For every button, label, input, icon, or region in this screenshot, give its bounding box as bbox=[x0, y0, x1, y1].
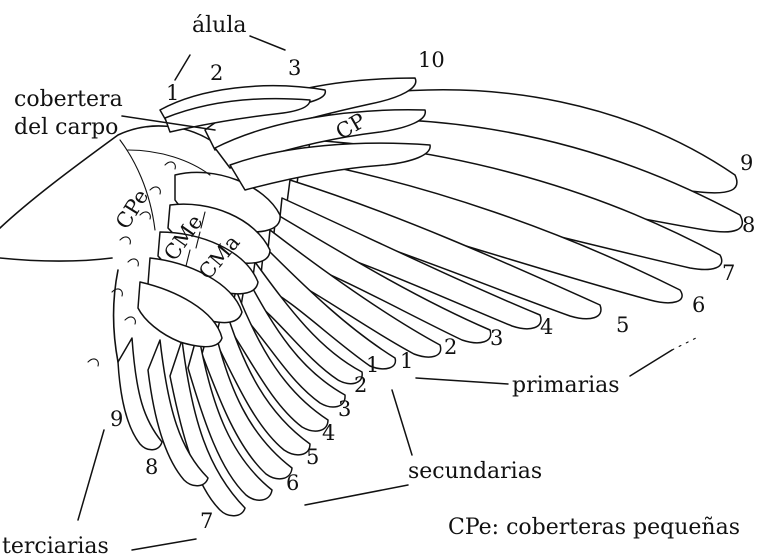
primarias-leader-right bbox=[630, 350, 672, 376]
terciarias-leader-down bbox=[132, 539, 196, 550]
carpal-covert-label-line2: del carpo bbox=[14, 115, 118, 140]
primary-number: 3 bbox=[490, 326, 503, 350]
primary-number: 4 bbox=[540, 315, 553, 339]
primarias-leader-left bbox=[416, 378, 508, 384]
carpal-covert-label-line1: cobertera bbox=[14, 87, 123, 112]
tertiary-number: 9 bbox=[110, 407, 123, 431]
primarias-dotted-extension bbox=[672, 336, 700, 350]
primary-number: 2 bbox=[444, 335, 457, 359]
secondary-number: 5 bbox=[306, 445, 319, 469]
tertiary-number: 7 bbox=[200, 509, 213, 533]
secondary-number: 2 bbox=[354, 373, 367, 397]
legend-text: CPe: coberteras pequeñas bbox=[448, 515, 740, 540]
alula-number: 1 bbox=[166, 81, 179, 105]
secundarias-leader-down bbox=[305, 485, 408, 505]
terciarias-leader-up bbox=[78, 430, 104, 520]
alula-leader-left bbox=[175, 55, 190, 80]
primary-number: 6 bbox=[692, 293, 705, 317]
primary-number: 9 bbox=[740, 151, 753, 175]
primary-number: 1 bbox=[400, 349, 413, 373]
secondary-number: 3 bbox=[338, 397, 351, 421]
primary-number: 10 bbox=[418, 48, 445, 72]
alula-leader-right bbox=[250, 36, 285, 50]
secundarias-label: secundarias bbox=[408, 459, 542, 484]
secundarias-leader-up bbox=[392, 390, 412, 455]
alula-number: 2 bbox=[210, 61, 223, 85]
secondary-number: 6 bbox=[286, 471, 299, 495]
secondary-number: 1 bbox=[366, 353, 379, 377]
primary-number: 5 bbox=[616, 313, 629, 337]
primary-number: 8 bbox=[742, 213, 755, 237]
secondary-number: 4 bbox=[322, 421, 335, 445]
alula-number: 3 bbox=[288, 56, 301, 80]
alula-label: álula bbox=[192, 13, 246, 38]
primarias-label: primarias bbox=[512, 373, 620, 398]
primary-number: 7 bbox=[722, 261, 735, 285]
tertiary-number: 8 bbox=[145, 455, 158, 479]
body-belly-outline bbox=[0, 258, 112, 261]
terciarias-label: terciarias bbox=[2, 534, 109, 557]
